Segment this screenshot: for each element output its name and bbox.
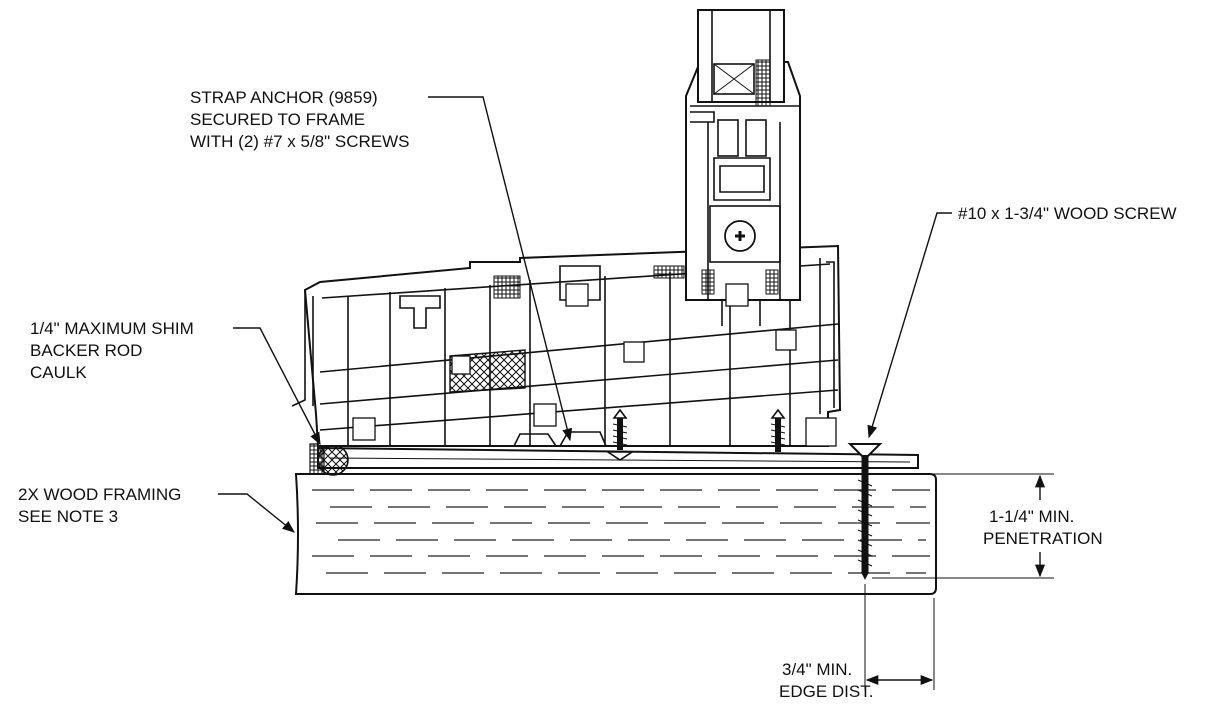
penetration-dimension [872, 473, 1054, 579]
frame-screw-right [770, 408, 786, 452]
backer-rod-caulk [309, 443, 349, 476]
window-sash [685, 9, 801, 326]
shim-line-3: CAULK [30, 363, 87, 382]
shim-line-2: BACKER ROD [30, 341, 142, 360]
edge-distance-line-2: EDGE DIST. [779, 682, 873, 701]
strap-anchor-line-1: STRAP ANCHOR (9859) [190, 88, 378, 107]
strap-anchor-line-2: SECURED TO FRAME [190, 110, 365, 129]
wood-framing-leader [218, 493, 295, 533]
strap-anchor-leader [428, 96, 573, 442]
wood-framing [294, 473, 937, 595]
wood-screw [847, 443, 883, 580]
penetration-line-1: 1-1/4" MIN. [989, 507, 1074, 526]
edge-distance-line-1: 3/4" MIN. [782, 660, 852, 679]
shim-line-1: 1/4" MAXIMUM SHIM [30, 319, 194, 338]
edge-distance-dimension [864, 584, 935, 690]
strap-anchor-line-3: WITH (2) #7 x 5/8" SCREWS [190, 132, 410, 151]
penetration-line-2: PENETRATION [983, 529, 1103, 548]
wood-screw-label: #10 x 1-3/4" WOOD SCREW [958, 204, 1177, 223]
shim-leader [233, 327, 321, 446]
frame-screw-left [605, 408, 635, 461]
wood-framing-line-2: SEE NOTE 3 [18, 507, 118, 526]
wood-screw-leader [867, 212, 952, 439]
wood-framing-line-1: 2X WOOD FRAMING [18, 485, 181, 504]
